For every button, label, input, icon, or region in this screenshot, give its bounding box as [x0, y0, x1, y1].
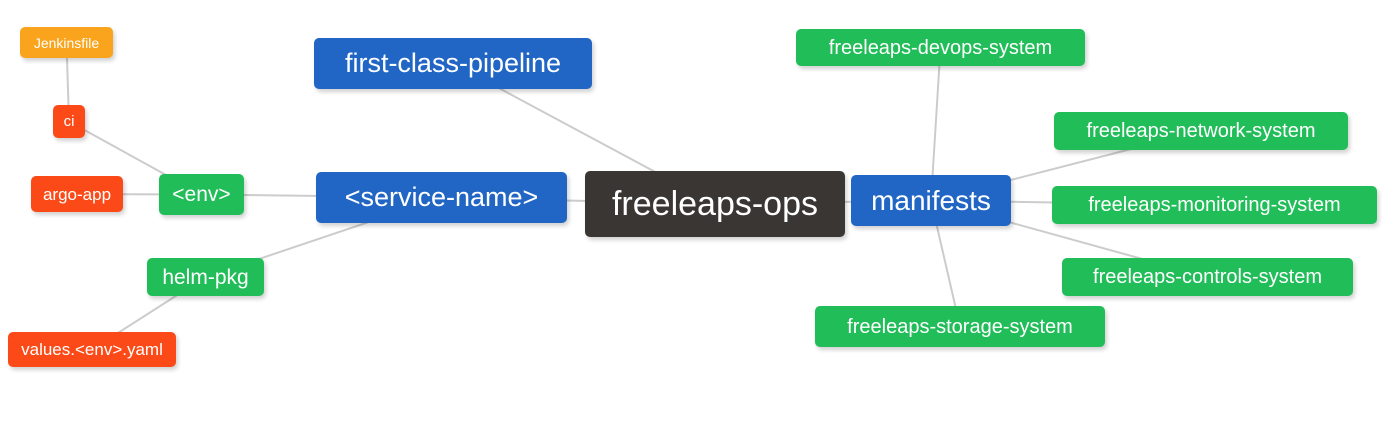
node-env[interactable]: <env>: [159, 174, 244, 215]
node-manifests[interactable]: manifests: [851, 175, 1011, 226]
node-helm-pkg[interactable]: helm-pkg: [147, 258, 264, 296]
node-service-name[interactable]: <service-name>: [316, 172, 567, 223]
node-freeleaps-devops-system[interactable]: freeleaps-devops-system: [796, 29, 1085, 66]
node-first-class-pipeline[interactable]: first-class-pipeline: [314, 38, 592, 89]
node-values-env-yaml[interactable]: values.<env>.yaml: [8, 332, 176, 367]
node-freeleaps-storage-system[interactable]: freeleaps-storage-system: [815, 306, 1105, 347]
node-freeleaps-controls-system[interactable]: freeleaps-controls-system: [1062, 258, 1353, 296]
node-freeleaps-monitoring-system[interactable]: freeleaps-monitoring-system: [1052, 186, 1377, 224]
node-argo-app[interactable]: argo-app: [31, 176, 123, 212]
node-freeleaps-network-system[interactable]: freeleaps-network-system: [1054, 112, 1348, 150]
node-freeleaps-ops-root[interactable]: freeleaps-ops: [585, 171, 845, 237]
node-jenkinsfile[interactable]: Jenkinsfile: [20, 27, 113, 58]
node-ci[interactable]: ci: [53, 105, 85, 138]
